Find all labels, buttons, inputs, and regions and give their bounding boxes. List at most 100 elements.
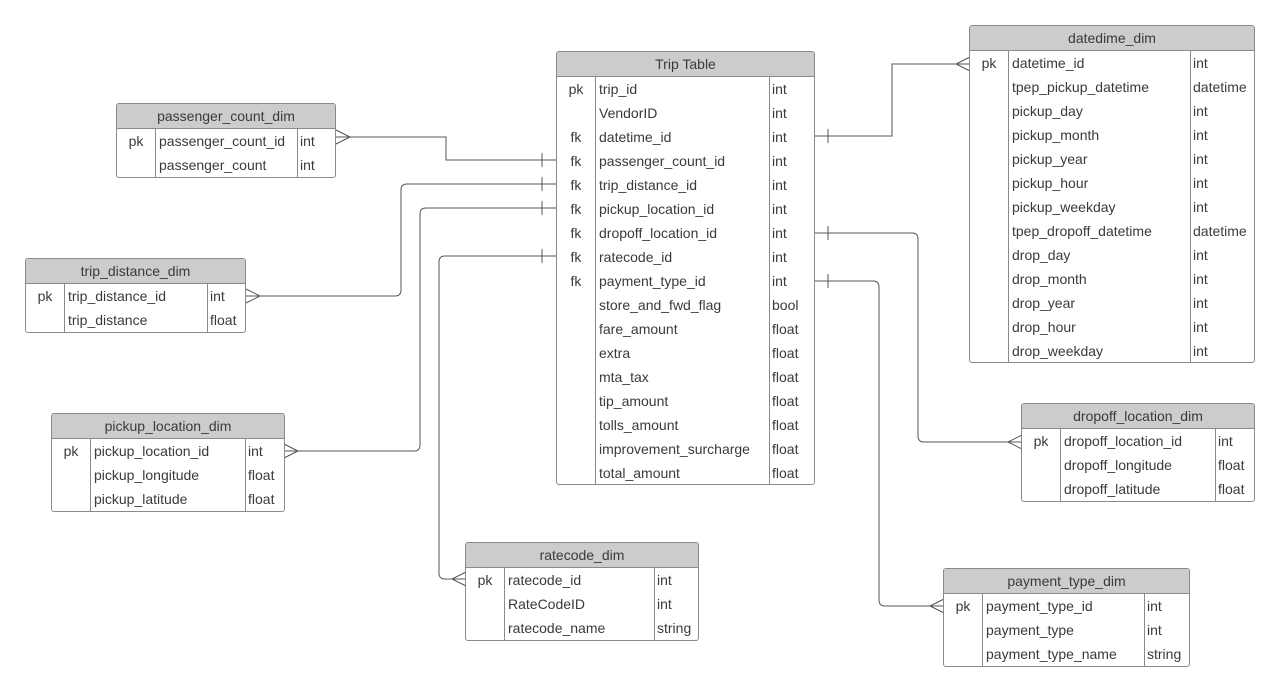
column-name: tip_amount bbox=[596, 389, 770, 413]
column-name: pickup_latitude bbox=[91, 487, 246, 511]
column-name: ratecode_id bbox=[505, 568, 655, 592]
column-name: trip_distance_id bbox=[65, 284, 208, 308]
column-name: dropoff_location_id bbox=[1061, 429, 1216, 453]
column-name: ratecode_id bbox=[596, 245, 770, 269]
key-cell: fk bbox=[557, 269, 596, 293]
column-type: float bbox=[1218, 481, 1245, 497]
column-type: int bbox=[1193, 103, 1208, 119]
column-name: trip_distance_id bbox=[596, 173, 770, 197]
column-type: float bbox=[210, 312, 237, 328]
key-cell bbox=[944, 642, 983, 666]
key-cell bbox=[52, 487, 91, 511]
key-cell bbox=[117, 153, 156, 177]
column-type: float bbox=[772, 369, 799, 385]
column-name: pickup_day bbox=[1009, 99, 1191, 123]
column-type: int bbox=[1218, 433, 1233, 449]
many-crowsfoot bbox=[283, 443, 300, 459]
key-cell bbox=[1022, 453, 1061, 477]
column-name: pickup_month bbox=[1009, 123, 1191, 147]
column-name: pickup_year bbox=[1009, 147, 1191, 171]
column-type: int bbox=[1193, 127, 1208, 143]
column-name: tpep_pickup_datetime bbox=[1009, 75, 1191, 99]
column-name: drop_year bbox=[1009, 291, 1191, 315]
column-name: dropoff_longitude bbox=[1061, 453, 1216, 477]
entity-title: passenger_count_dim bbox=[117, 104, 335, 129]
column-name: tolls_amount bbox=[596, 413, 770, 437]
column-type: string bbox=[1147, 646, 1182, 662]
many-crowsfoot bbox=[928, 598, 945, 614]
many-crowsfoot bbox=[245, 288, 262, 304]
column-type: int bbox=[1147, 598, 1162, 614]
key-cell bbox=[970, 123, 1009, 147]
many-crowsfoot bbox=[450, 571, 467, 587]
column-type: int bbox=[1193, 319, 1208, 335]
column-type: int bbox=[772, 81, 787, 97]
key-cell: fk bbox=[557, 245, 596, 269]
column-type: int bbox=[772, 177, 787, 193]
link-trip-distance bbox=[246, 183, 556, 297]
column-type: int bbox=[772, 249, 787, 265]
key-cell bbox=[557, 341, 596, 365]
key-cell bbox=[944, 618, 983, 642]
column-name: tpep_dropoff_datetime bbox=[1009, 219, 1191, 243]
column-name: datetime_id bbox=[1009, 51, 1191, 75]
column-name: mta_tax bbox=[596, 365, 770, 389]
column-type: int bbox=[1193, 55, 1208, 71]
key-cell bbox=[970, 219, 1009, 243]
